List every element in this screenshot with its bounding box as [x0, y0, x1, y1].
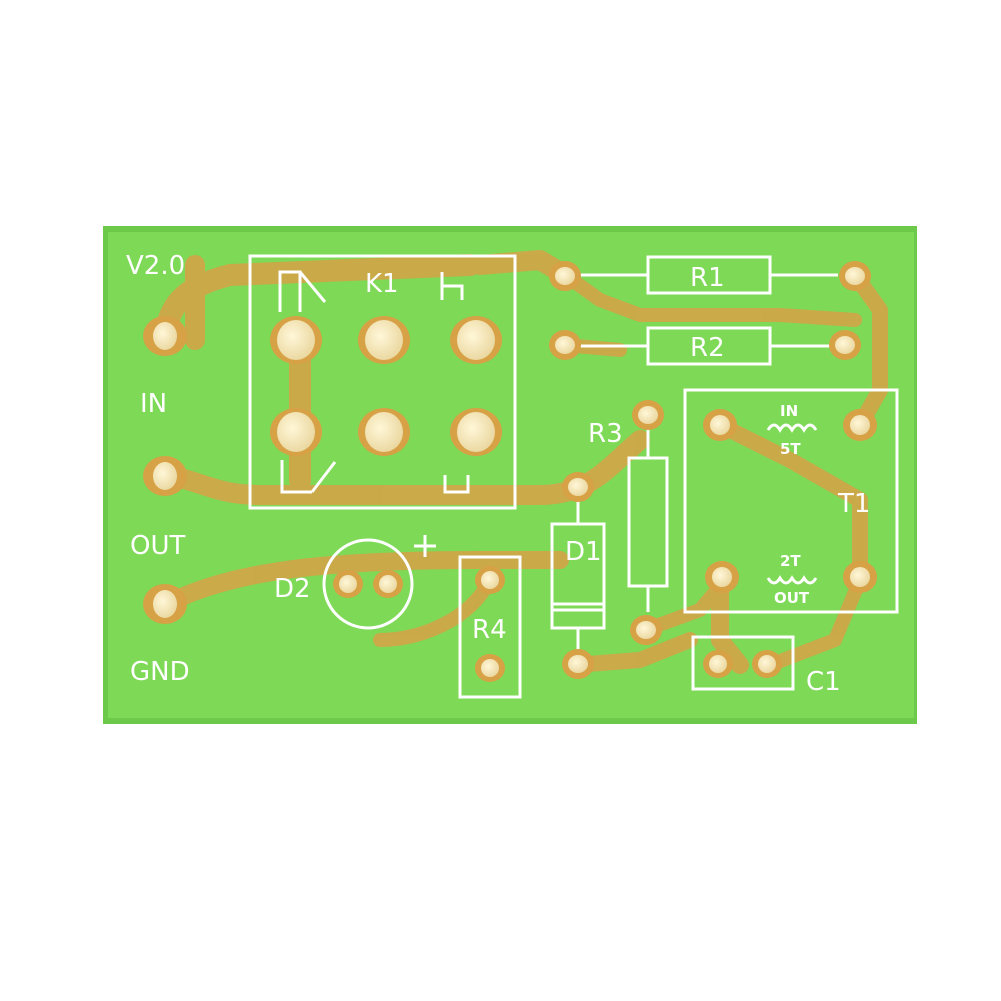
diode-d1-label: D1	[565, 537, 602, 567]
capacitor-c1-label: C1	[806, 667, 841, 697]
resistor-r4-footprint	[458, 555, 522, 699]
resistor-r1-label: R1	[690, 263, 725, 293]
resistor-r3-footprint	[627, 428, 669, 612]
resistor-r1-footprint	[580, 255, 838, 295]
transformer-in-turns: 5T	[780, 440, 801, 458]
led-d2-footprint	[322, 535, 436, 630]
terminal-gnd-label: GND	[130, 657, 190, 687]
transformer-t1-footprint	[683, 388, 899, 614]
transformer-t1-label: T1	[837, 489, 870, 519]
relay-k1-label: K1	[365, 269, 399, 299]
transformer-out-turns: 2T	[780, 552, 801, 570]
resistor-r2-label: R2	[690, 333, 725, 363]
resistor-r4-label: R4	[472, 615, 507, 645]
relay-k1-footprint	[248, 254, 517, 510]
transformer-in-label: IN	[780, 402, 798, 420]
terminal-in-label: IN	[140, 389, 167, 419]
led-d2-label: D2	[274, 574, 311, 604]
diode-d1-footprint	[550, 500, 606, 650]
terminal-out-label: OUT	[130, 531, 185, 561]
version-label: V2.0	[126, 251, 185, 281]
capacitor-c1-footprint	[691, 635, 795, 691]
resistor-r3-label: R3	[588, 419, 623, 449]
solder-pads	[143, 261, 877, 682]
resistor-r2-footprint	[580, 326, 830, 366]
transformer-out-label: OUT	[774, 589, 810, 607]
